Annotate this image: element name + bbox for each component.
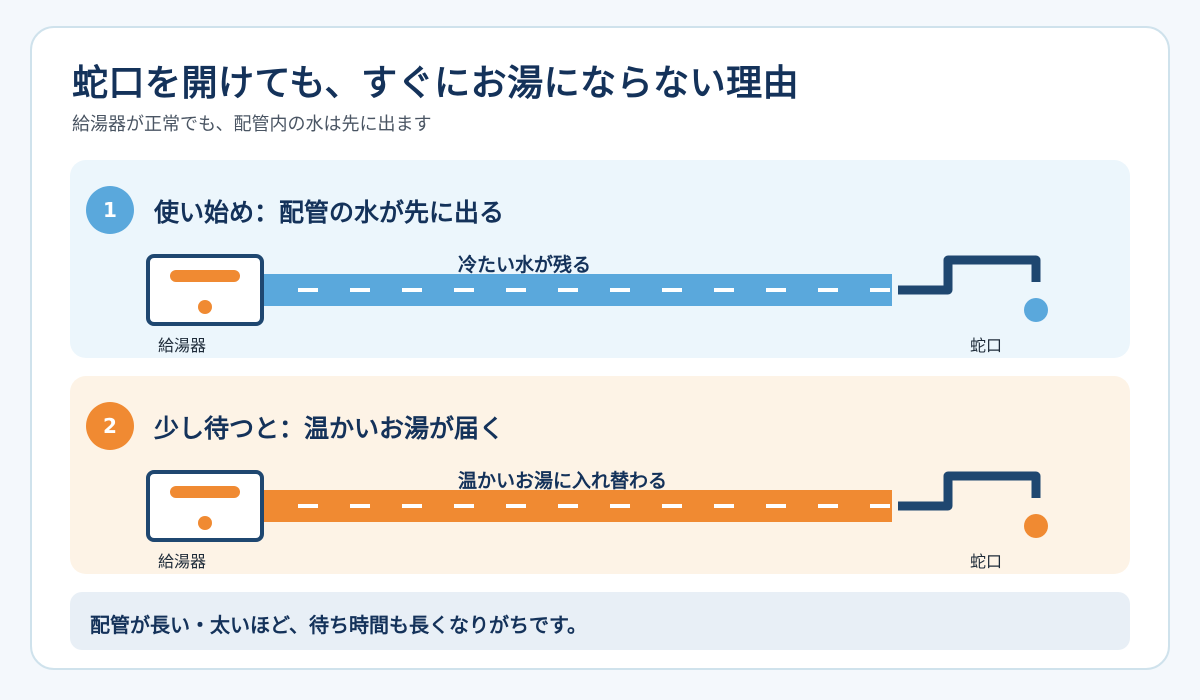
note-box: 配管が長い・太いほど、待ち時間も長くなりがちです。 <box>70 592 1130 650</box>
faucet-label: 蛇口 <box>970 552 1003 571</box>
water-heater-label: 給湯器 <box>158 552 207 571</box>
water-heater-icon <box>146 470 264 542</box>
water-heater-icon <box>146 254 264 326</box>
step-1-number-badge: 1 <box>86 186 134 234</box>
step-2-panel: 2 少し待つと：温かいお湯が届く 給湯器 温かいお湯に入れ替わる 蛇口 <box>70 376 1130 574</box>
page-subtitle: 給湯器が正常でも、配管内の水は先に出ます <box>72 114 432 135</box>
faucet-icon <box>898 470 1058 542</box>
heater-display-bar <box>170 486 240 498</box>
cold-water-pipe <box>264 274 892 306</box>
step-1-title: 使い始め：配管の水が先に出る <box>154 198 505 227</box>
heater-display-bar <box>170 270 240 282</box>
pipe-label: 冷たい水が残る <box>458 254 592 276</box>
pipe-label: 温かいお湯に入れ替わる <box>458 470 668 492</box>
heater-indicator-dot <box>198 300 212 314</box>
heater-indicator-dot <box>198 516 212 530</box>
step-2-title: 少し待つと：温かいお湯が届く <box>154 414 505 443</box>
water-heater-label: 給湯器 <box>158 336 207 355</box>
faucet-icon <box>898 254 1058 326</box>
step-1-panel: 1 使い始め：配管の水が先に出る 給湯器 冷たい水が残る 蛇口 <box>70 160 1130 358</box>
hot-water-pipe <box>264 490 892 522</box>
step-2-number-badge: 2 <box>86 402 134 450</box>
note-text: 配管が長い・太いほど、待ち時間も長くなりがちです。 <box>90 613 587 637</box>
faucet-label: 蛇口 <box>970 336 1003 355</box>
page-title: 蛇口を開けても、すぐにお湯にならない理由 <box>72 63 800 104</box>
